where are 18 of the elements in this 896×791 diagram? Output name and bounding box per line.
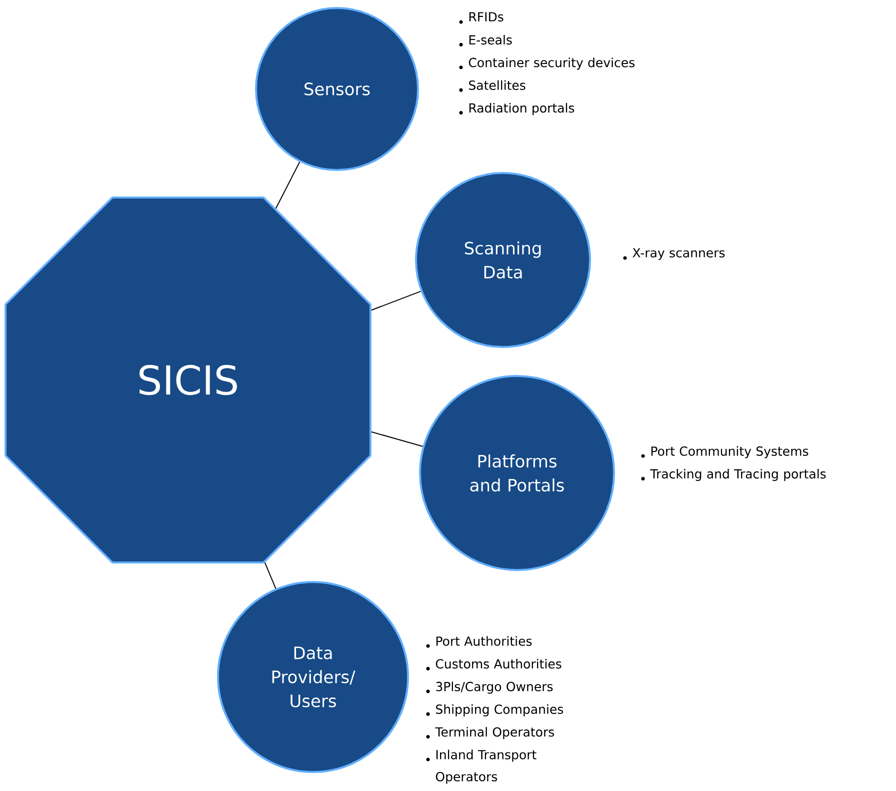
connector-line — [370, 290, 422, 311]
bullet-item: Container security devices — [468, 58, 634, 70]
bullet-item: Shipping Companies — [436, 704, 564, 716]
bullet-item: Satellites — [469, 80, 526, 90]
bullet-item: Terminal Operators — [435, 726, 554, 740]
bullet-item: Customs Authorities — [436, 658, 562, 669]
bullet-item: Inland Transport Operators — [436, 750, 536, 784]
bullet-item: Radiation portals — [469, 103, 574, 116]
bullet-item: Port Community Systems — [651, 446, 808, 458]
bullet-item: Port Authorities — [436, 636, 532, 646]
connector-line — [370, 431, 424, 447]
bullet-item: E-seals — [469, 34, 512, 45]
bullet-item: Tracking and Tracing portals — [650, 468, 826, 481]
bullet-item: X-ray scanners — [632, 248, 725, 260]
connector-line — [264, 562, 276, 590]
connector-line — [275, 161, 300, 209]
bullet-item: RFIDs — [469, 12, 504, 22]
bullet-item: 3Pls/Cargo Owners — [436, 682, 553, 694]
